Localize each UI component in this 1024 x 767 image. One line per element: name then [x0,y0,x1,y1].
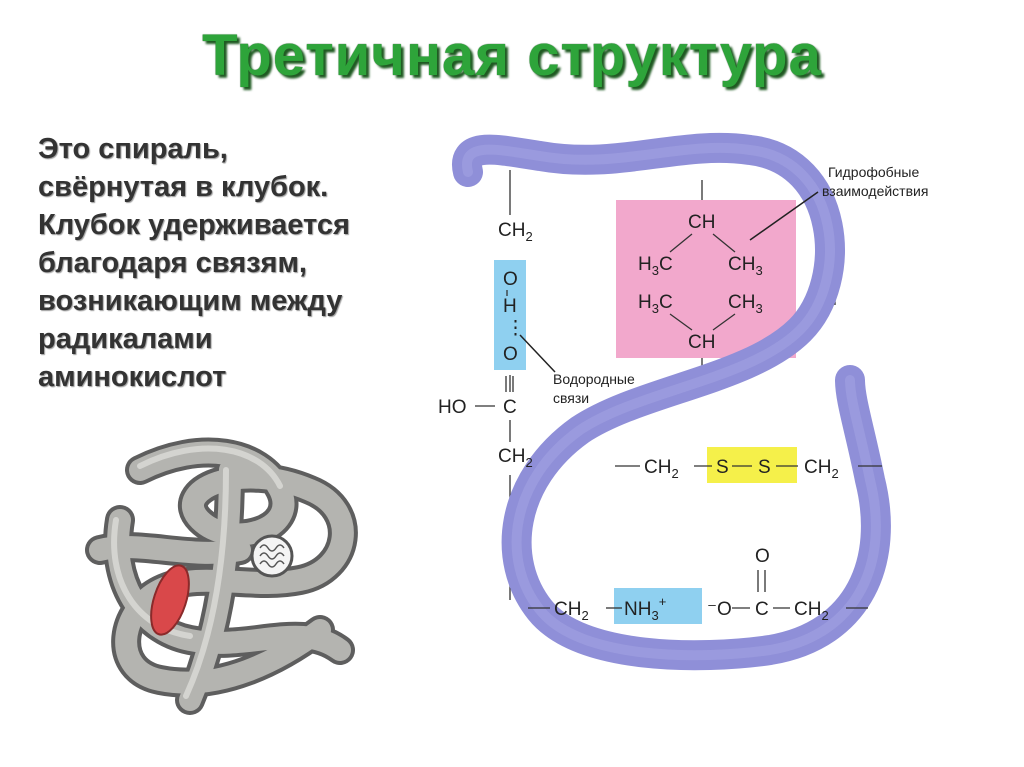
chem-ch2: CH [794,599,821,620]
description-line: свёрнутая в клубок. [38,171,329,203]
hydrophobic-label-line1: Гидрофобные [828,164,919,180]
chem-ch2: CH [554,599,581,620]
svg-text:CH2: CH2 [554,599,589,623]
description-line: радикалами [38,323,213,355]
chem-ch: CH [688,332,715,353]
description-line: аминокислот [38,361,227,393]
protein-tangle-illustration [85,437,358,715]
chem-o: O [503,344,518,365]
chem-s: S [716,457,729,478]
description-line: Клубок удерживается [38,209,350,241]
svg-text:H3C: H3C [638,292,673,316]
description-line: Это спираль, [38,133,228,165]
svg-text:CH2: CH2 [644,457,679,481]
hydrogen-bond-box [494,260,526,370]
hydrogen-label-line1: Водородные [553,371,635,387]
chem-s: S [758,457,771,478]
svg-text:CH2: CH2 [498,220,533,244]
description-line: благодаря связям, [38,247,307,279]
hydrophobic-box [616,200,796,358]
tertiary-bonds-diagram: CH2 O H ⋮ O HO C CH2 CH H3C CH3 H3C CH3 … [438,132,928,671]
chem-o: O [503,269,518,290]
chem-h: H [503,296,517,317]
svg-text:CH3: CH3 [728,254,763,278]
hydrophobic-label-line2: взаимодействия [822,183,928,199]
chem-ch2: CH [804,457,831,478]
svg-text:CH2: CH2 [794,599,829,623]
chem-ch2: CH [498,446,525,467]
chem-o: O [755,546,770,567]
svg-text:CH2: CH2 [498,446,533,470]
disulfide-box [707,447,797,483]
chem-ch2: CH [644,457,671,478]
chem-c: C [755,599,769,620]
svg-text:⋮: ⋮ [506,318,525,339]
svg-text:NH3+: NH3+ [624,594,666,623]
svg-text:CH2: CH2 [804,457,839,481]
slide-title: Третичная структура [202,23,822,88]
ionic-bond-box [614,588,702,624]
chem-ch2: CH [498,220,525,241]
chem-nh3: NH [624,599,651,620]
chem-ch: CH [688,212,715,233]
description-line: возникающим между [38,285,343,317]
svg-text:H3C: H3C [638,254,673,278]
chem-c: C [503,397,517,418]
hydrogen-label-line2: связи [553,390,589,406]
description-text: Это спираль, свёрнутая в клубок. Клубок … [38,130,418,396]
svg-text:CH3: CH3 [728,292,763,316]
chem-minus-o: ⁻O [707,599,732,620]
chem-ho: HO [438,397,467,418]
